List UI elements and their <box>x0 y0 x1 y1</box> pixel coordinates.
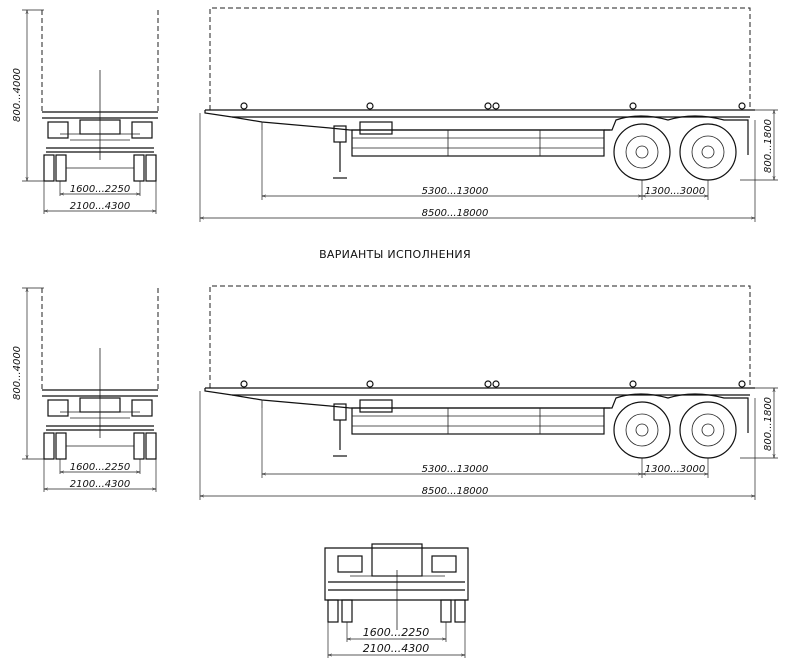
dim-axle-spacing-top: 1300...3000 <box>645 186 705 197</box>
dim-track-inner-top: 1600...2250 <box>70 184 130 195</box>
dim-height-platform-bottom: 800...1800 <box>763 397 774 451</box>
dim-width-outer-front: 2100...4300 <box>363 642 429 655</box>
dim-track-inner-front: 1600...2250 <box>363 626 429 639</box>
dim-length-total-bottom: 8500...18000 <box>422 486 489 497</box>
dim-height-total-top: 800...4000 <box>12 68 23 122</box>
variants-caption: ВАРИАНТЫ ИСПОЛНЕНИЯ <box>319 248 471 261</box>
dim-width-outer-bottom: 2100...4300 <box>70 479 130 490</box>
front-view <box>324 543 469 658</box>
dim-height-platform-top: 800...1800 <box>763 119 774 173</box>
dim-wheelbase-bottom: 5300...13000 <box>422 464 489 475</box>
dim-height-total-bottom: 800...4000 <box>12 346 23 400</box>
dim-axle-spacing-bottom: 1300...3000 <box>645 464 705 475</box>
dim-length-total-top: 8500...18000 <box>422 208 489 219</box>
dim-width-outer-top: 2100...4300 <box>70 201 130 212</box>
dim-track-inner-bottom: 1600...2250 <box>70 462 130 473</box>
dim-wheelbase-top: 5300...13000 <box>422 186 489 197</box>
